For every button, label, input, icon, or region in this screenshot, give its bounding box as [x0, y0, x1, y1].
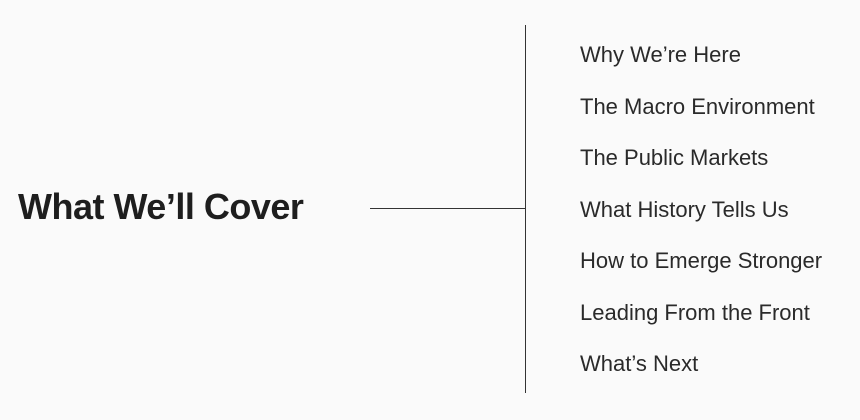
agenda-item: What History Tells Us: [580, 196, 789, 222]
agenda-item: The Public Markets: [580, 145, 769, 170]
agenda-item: What’s Next: [580, 351, 699, 376]
diagram-title: What We’ll Cover: [18, 186, 304, 227]
bracket-line: [525, 25, 526, 393]
agenda-list: Why We’re Here The Macro Environment The…: [580, 40, 822, 401]
agenda-item: How to Emerge Stronger: [580, 248, 823, 273]
agenda-item: Leading From the Front: [580, 299, 810, 325]
agenda-item: Why We’re Here: [580, 42, 741, 67]
connector-line: [370, 208, 526, 209]
agenda-item: The Macro Environment: [580, 93, 815, 119]
